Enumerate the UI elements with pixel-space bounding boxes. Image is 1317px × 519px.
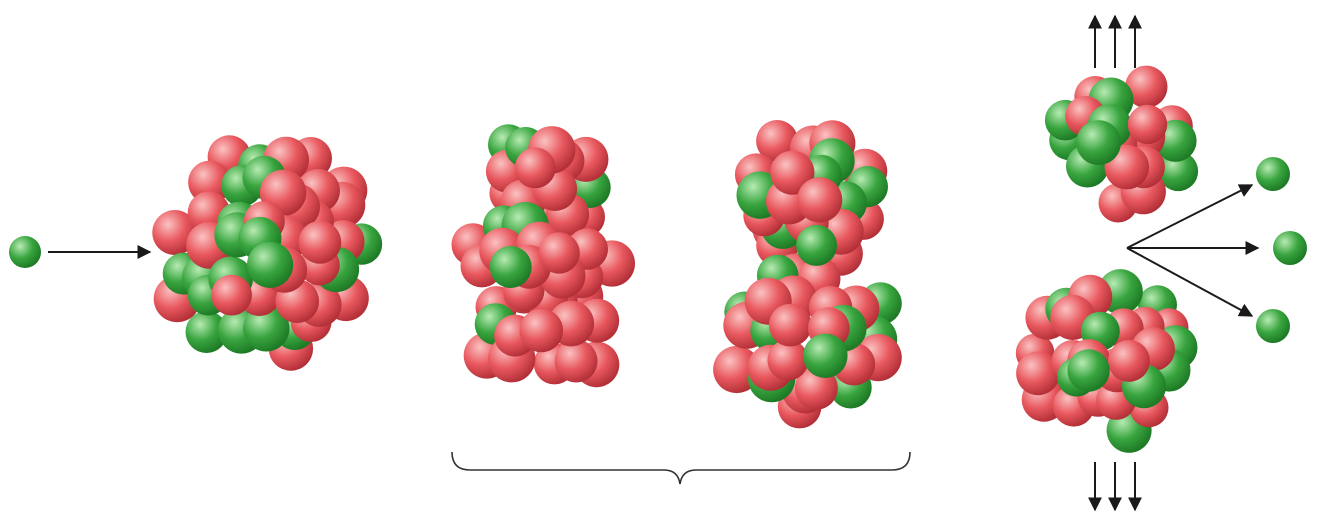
proton-ball (769, 304, 812, 347)
proton-ball (797, 177, 842, 222)
splitting-nucleus (713, 120, 902, 428)
recoil-arrows-up (1095, 16, 1135, 68)
proton-ball (1108, 340, 1150, 382)
fragment-top (1045, 66, 1198, 223)
fragment-bottom (1016, 269, 1198, 453)
fission-fragments (1016, 66, 1198, 453)
recoil-arrows-down (1095, 462, 1135, 510)
neutron-ball (490, 246, 532, 288)
neutron-ball (1067, 349, 1109, 391)
elongated-nucleus (452, 124, 636, 387)
proton-ball (299, 221, 342, 264)
neutron-ball (247, 242, 293, 288)
proton-ball (515, 148, 556, 189)
neutron-ball (796, 225, 837, 266)
neutron-icon (1256, 157, 1290, 191)
proton-ball (520, 309, 564, 353)
neutron-icon (1256, 309, 1290, 343)
proton-ball (211, 275, 252, 316)
brace-icon (452, 452, 910, 484)
target-nucleus (152, 135, 382, 370)
neutron-icon (1273, 231, 1307, 265)
proton-ball (538, 232, 579, 273)
incoming-neutron (9, 236, 41, 268)
neutron-ball (803, 334, 847, 378)
neutron-icon (9, 236, 41, 268)
proton-ball (1128, 105, 1167, 144)
neutron-ball (1076, 120, 1121, 165)
proton-ball (555, 340, 598, 383)
